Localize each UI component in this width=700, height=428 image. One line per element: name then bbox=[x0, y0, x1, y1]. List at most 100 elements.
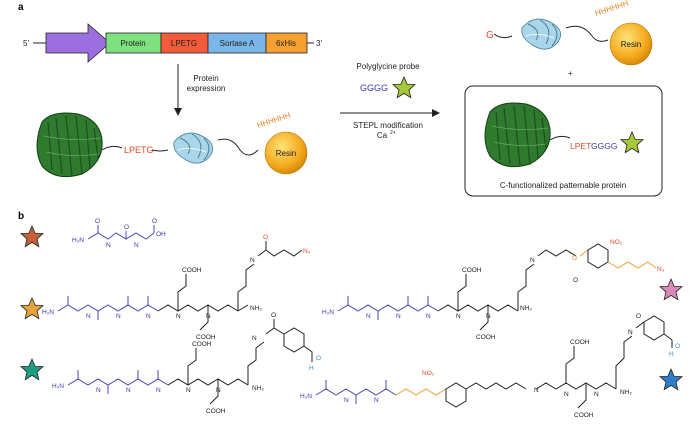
svg-text:N: N bbox=[456, 313, 461, 320]
svg-text:N: N bbox=[86, 313, 91, 320]
probe-label: Polyglycine probe bbox=[356, 62, 420, 71]
svg-text:N: N bbox=[628, 329, 633, 336]
svg-text:H: H bbox=[309, 365, 314, 372]
sortase-segment-label: Sortase A bbox=[220, 39, 255, 48]
lpetg-segment-label: LPETG bbox=[171, 39, 197, 48]
molecule-azide-peptide: H₂N COOH COOH N O N₃ NH₂ N N N N N bbox=[42, 234, 311, 341]
probe-sequence: GGGG bbox=[360, 83, 388, 93]
promoter-arrow bbox=[45, 23, 111, 63]
svg-text:N: N bbox=[96, 387, 101, 394]
probe-star-icon bbox=[392, 76, 416, 98]
svg-text:N: N bbox=[366, 313, 371, 320]
svg-text:N: N bbox=[216, 387, 221, 394]
linker-line-3 bbox=[217, 138, 259, 156]
svg-text:N: N bbox=[530, 257, 535, 264]
svg-text:N: N bbox=[564, 391, 569, 398]
panel-b-label: b bbox=[18, 211, 24, 222]
gene-construct: 5′ Protein LPETG Sortase A 6xHis 3′ bbox=[23, 23, 322, 63]
svg-text:N: N bbox=[176, 313, 181, 320]
svg-text:N: N bbox=[116, 313, 121, 320]
svg-text:NO₂: NO₂ bbox=[610, 239, 623, 246]
svg-text:O: O bbox=[263, 234, 268, 241]
star-blue-icon bbox=[659, 368, 683, 391]
svg-text:N: N bbox=[374, 397, 379, 404]
his-segment-label: 6xHis bbox=[276, 39, 296, 48]
product-tag-lpet: LPET bbox=[570, 141, 591, 151]
svg-text:H: H bbox=[669, 351, 674, 358]
svg-text:NH₂: NH₂ bbox=[250, 305, 262, 312]
svg-text:H₂N: H₂N bbox=[52, 383, 64, 390]
molecule-photocleavable-azide-peptide: H₂N COOH COOH N O NO₂ N₃ O NH₂ N N N N N bbox=[322, 239, 665, 341]
resin-label: Resin bbox=[276, 149, 296, 158]
svg-text:N: N bbox=[106, 242, 111, 249]
svg-text:O: O bbox=[95, 218, 100, 225]
product-resin-label: Resin bbox=[621, 40, 641, 49]
svg-text:N: N bbox=[486, 313, 491, 320]
svg-text:COOH: COOH bbox=[192, 341, 212, 348]
svg-text:OH: OH bbox=[156, 231, 166, 238]
svg-text:N: N bbox=[344, 397, 349, 404]
svg-text:N: N bbox=[126, 387, 131, 394]
svg-text:N: N bbox=[534, 387, 539, 394]
svg-text:N₃: N₃ bbox=[303, 248, 311, 255]
product-resin-bead bbox=[609, 22, 653, 66]
svg-text:N: N bbox=[146, 313, 151, 320]
svg-text:N: N bbox=[396, 313, 401, 320]
five-prime-label: 5′ bbox=[23, 39, 29, 48]
lpetg-tag: LPETG bbox=[124, 145, 154, 155]
reaction-label-1: STEPL modification bbox=[353, 121, 423, 130]
svg-text:O: O bbox=[316, 355, 321, 362]
svg-text:N: N bbox=[426, 313, 431, 320]
svg-text:N: N bbox=[186, 387, 191, 394]
svg-text:COOH: COOH bbox=[574, 412, 594, 419]
product-gfp-barrel-icon bbox=[484, 102, 551, 168]
product-star-icon bbox=[620, 131, 644, 154]
svg-text:NH₂: NH₂ bbox=[252, 385, 264, 392]
reaction-label-2-sup: 2+ bbox=[390, 130, 396, 136]
svg-text:N: N bbox=[134, 242, 139, 249]
resin-bead bbox=[264, 131, 308, 175]
product-box-linker bbox=[549, 135, 571, 141]
svg-text:H₂N: H₂N bbox=[300, 393, 312, 400]
svg-text:COOH: COOH bbox=[462, 267, 482, 274]
his-tag: HHHHHH bbox=[256, 111, 292, 130]
star-orange-icon bbox=[20, 225, 44, 248]
protein-segment-label: Protein bbox=[120, 39, 145, 48]
product-sortase-ribbon-icon bbox=[521, 18, 562, 50]
molecule-tetraglycine: H₂N O O N N OH O bbox=[72, 218, 166, 249]
svg-text:O: O bbox=[152, 218, 157, 225]
svg-text:COOH: COOH bbox=[476, 334, 496, 341]
product-caption: C-functionalized patternable protein bbox=[500, 181, 626, 190]
svg-text:N: N bbox=[252, 335, 257, 342]
gfp-barrel-icon bbox=[36, 112, 103, 178]
three-prime-label: 3′ bbox=[316, 39, 322, 48]
svg-text:NH₂: NH₂ bbox=[520, 305, 532, 312]
svg-text:N: N bbox=[156, 387, 161, 394]
product-tag-gggg: GGGG bbox=[591, 141, 617, 151]
product-his-tag: HHHHHH bbox=[594, 0, 630, 18]
star-teal-icon bbox=[20, 358, 44, 381]
svg-text:N: N bbox=[250, 257, 255, 264]
svg-text:COOH: COOH bbox=[196, 334, 216, 341]
linker-line-2 bbox=[151, 149, 169, 152]
reaction-label-2: Ca bbox=[377, 131, 388, 140]
svg-text:H₂N: H₂N bbox=[42, 309, 54, 316]
svg-text:NO₂: NO₂ bbox=[422, 370, 435, 377]
svg-text:O: O bbox=[675, 343, 680, 350]
svg-text:O: O bbox=[573, 277, 578, 284]
molecule-photocleavable-aldehyde-peptide: H₂N NO₂ COOH COOH N O H O NH₂ N N N N N bbox=[300, 313, 680, 419]
svg-text:O: O bbox=[572, 255, 577, 262]
svg-text:N: N bbox=[206, 313, 211, 320]
svg-text:COOH: COOH bbox=[570, 339, 590, 346]
svg-text:H₂N: H₂N bbox=[322, 309, 334, 316]
svg-text:O: O bbox=[124, 224, 129, 231]
svg-text:COOH: COOH bbox=[206, 408, 226, 415]
molecule-aldehyde-peptide: H₂N COOH COOH N O H O NH₂ N N N N N bbox=[52, 312, 321, 415]
star-yellow-icon bbox=[20, 297, 44, 320]
plus-sign: + bbox=[568, 69, 573, 78]
expression-label-1: Protein bbox=[193, 74, 218, 83]
product-linker bbox=[493, 33, 513, 39]
svg-text:O: O bbox=[636, 313, 641, 320]
star-pink-icon bbox=[659, 278, 683, 301]
